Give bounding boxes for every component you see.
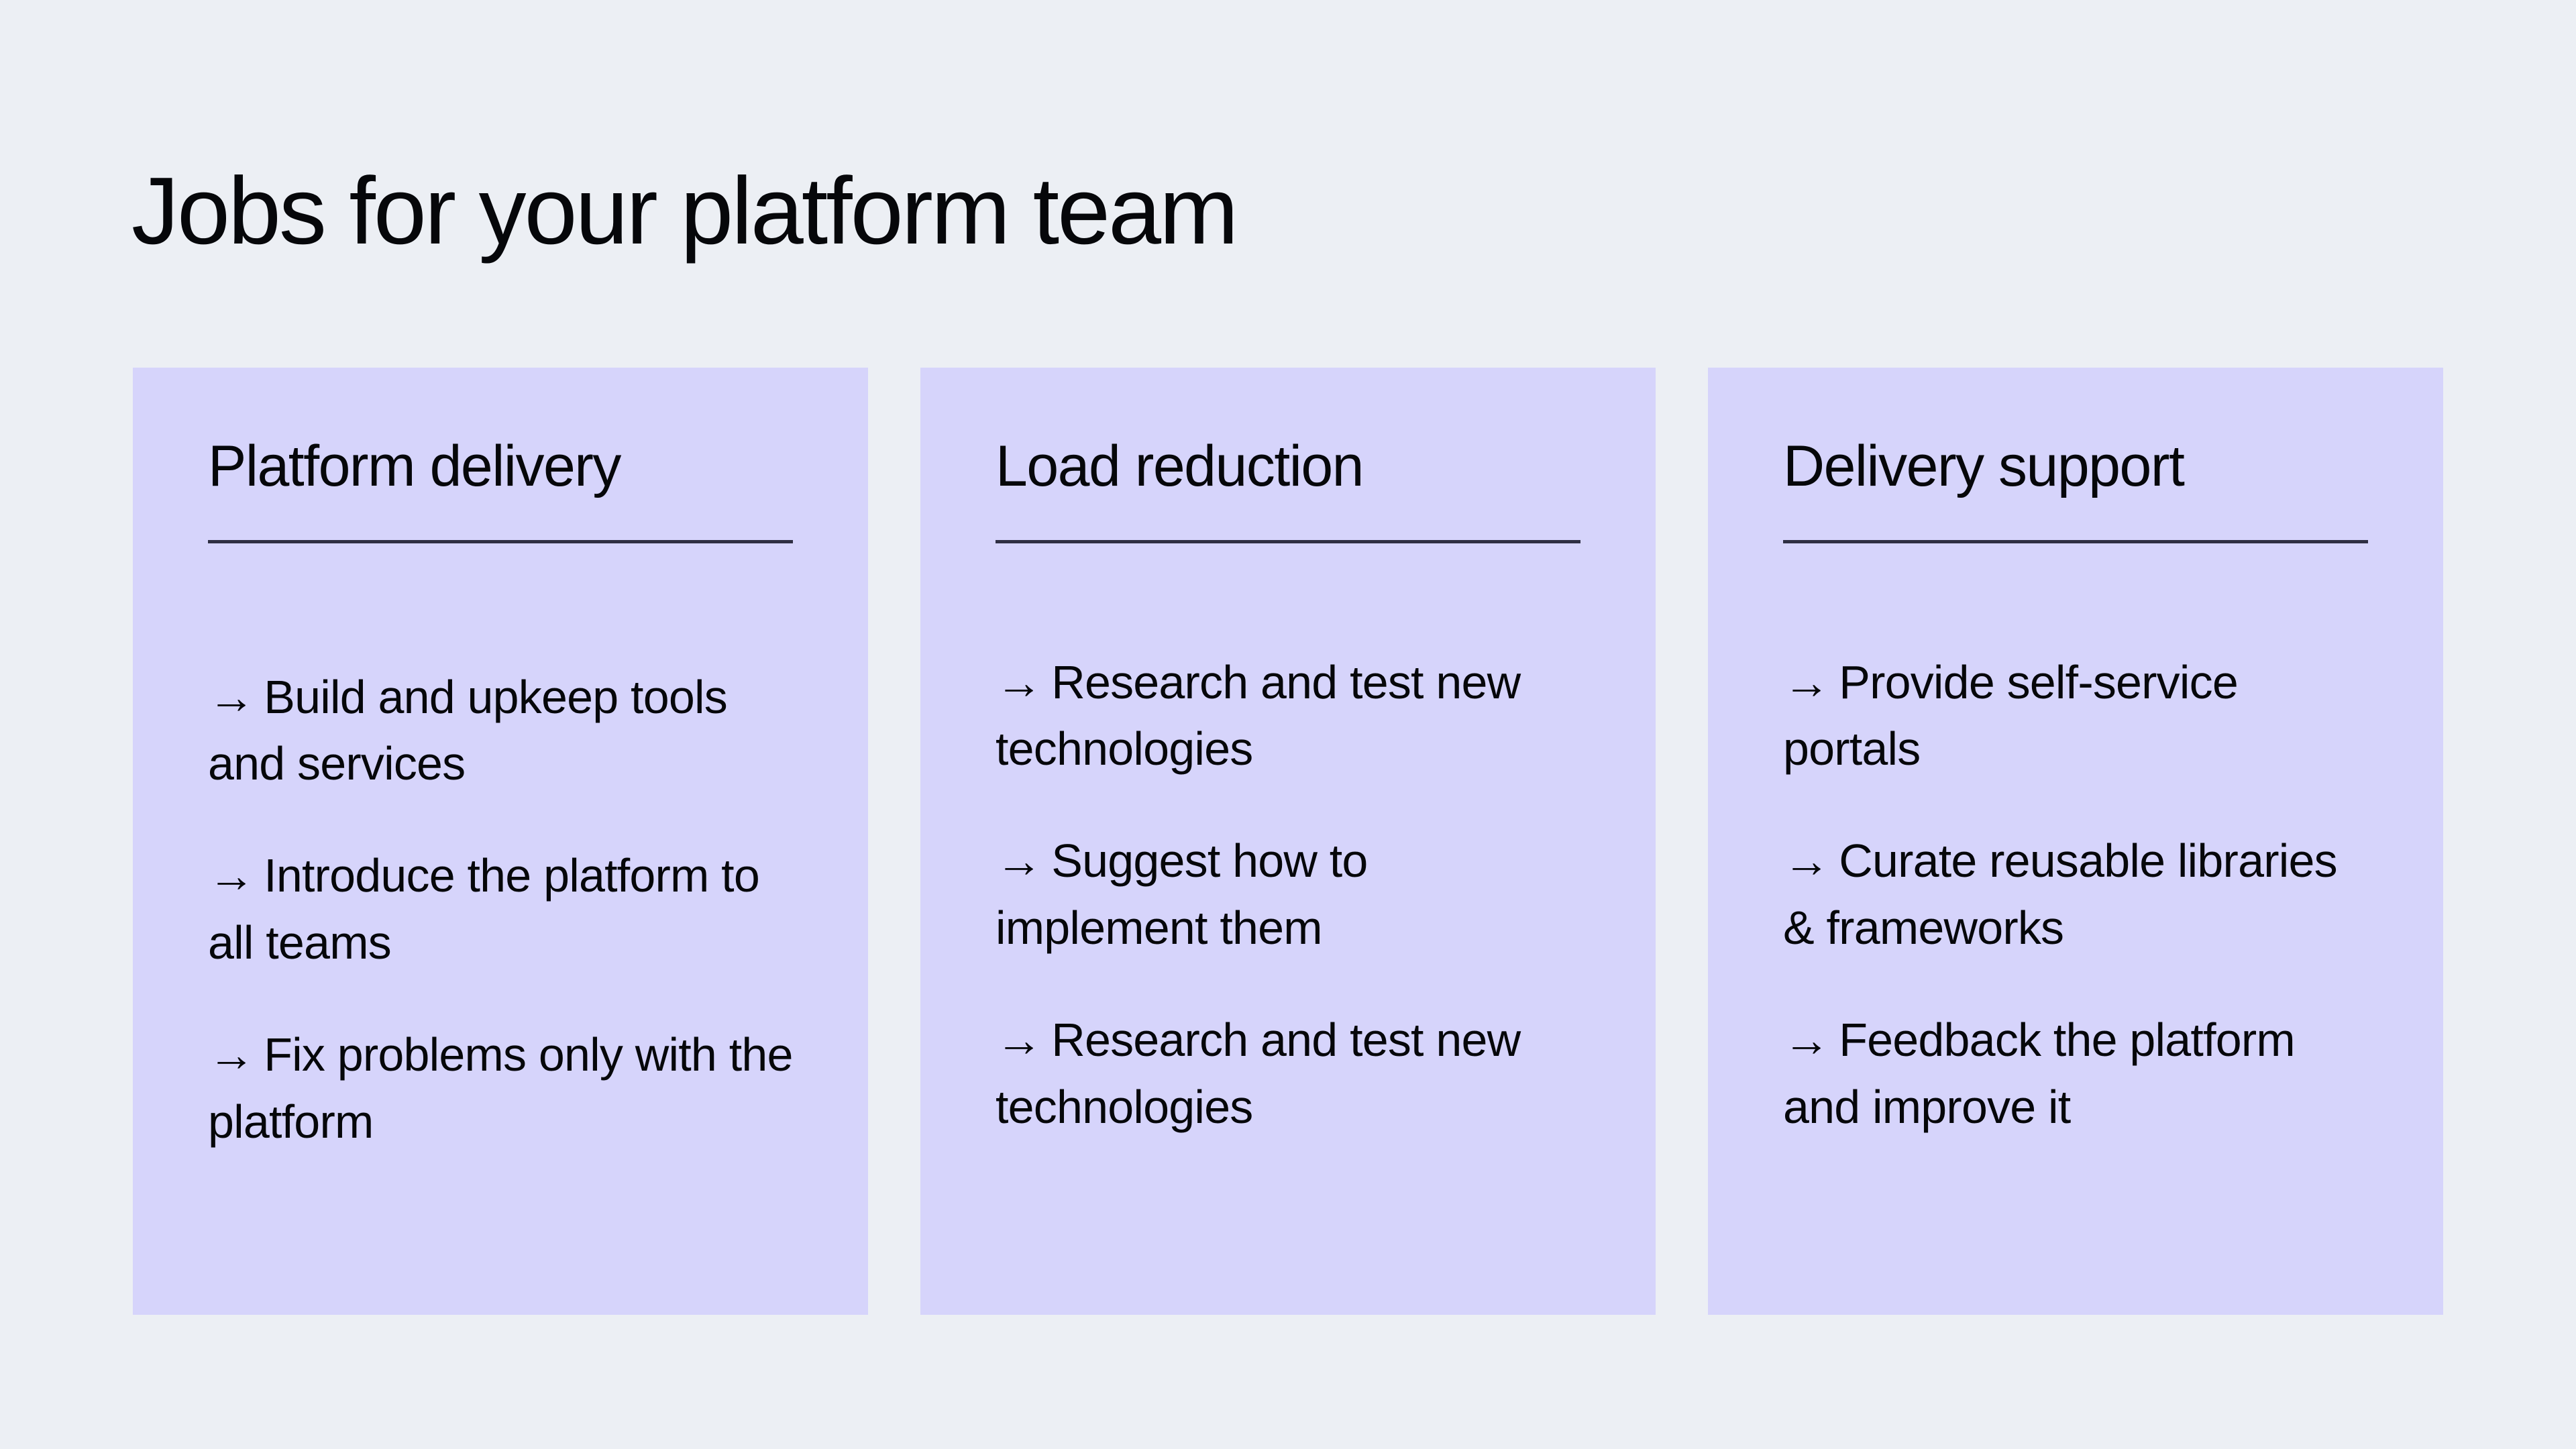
arrow-right-icon: → bbox=[208, 670, 255, 723]
arrow-right-icon: → bbox=[996, 655, 1042, 708]
card-divider-rule bbox=[1783, 539, 2368, 543]
list-item-label: Provide self-service portals bbox=[1783, 655, 2239, 775]
list-item: →Build and upkeep tools and services bbox=[208, 664, 793, 798]
list-item: →Fix problems only with the platform bbox=[208, 1022, 793, 1155]
card-divider-rule bbox=[208, 539, 793, 543]
list-item: →Research and test new technologies bbox=[996, 649, 1580, 783]
card-item-list: →Research and test new technologies →Sug… bbox=[996, 649, 1580, 1140]
list-item-label: Fix problems only with the platform bbox=[208, 1028, 793, 1148]
list-item-label: Build and upkeep tools and services bbox=[208, 670, 728, 790]
list-item: →Curate reusable libraries & frameworks bbox=[1783, 828, 2368, 961]
list-item-label: Introduce the platform to all teams bbox=[208, 849, 760, 969]
card-item-list: →Build and upkeep tools and services →In… bbox=[208, 664, 793, 1155]
arrow-right-icon: → bbox=[1783, 655, 1830, 708]
card-delivery-support[interactable]: Delivery support →Provide self-service p… bbox=[1708, 368, 2443, 1315]
arrow-right-icon: → bbox=[996, 1014, 1042, 1067]
list-item: →Introduce the platform to all teams bbox=[208, 843, 793, 976]
list-item: →Provide self-service portals bbox=[1783, 649, 2368, 783]
cards-row: Platform delivery →Build and upkeep tool… bbox=[133, 368, 2443, 1315]
arrow-right-icon: → bbox=[996, 835, 1042, 888]
list-item: →Feedback the platform and improve it bbox=[1783, 1007, 2368, 1140]
list-item-label: Research and test new technologies bbox=[996, 1014, 1521, 1133]
arrow-right-icon: → bbox=[1783, 1014, 1830, 1067]
card-load-reduction[interactable]: Load reduction →Research and test new te… bbox=[920, 368, 1656, 1315]
card-platform-delivery[interactable]: Platform delivery →Build and upkeep tool… bbox=[133, 368, 868, 1315]
list-item-label: Research and test new technologies bbox=[996, 655, 1521, 775]
list-item-label: Curate reusable libraries & frameworks bbox=[1783, 835, 2338, 954]
page-title: Jobs for your platform team bbox=[131, 158, 1238, 265]
arrow-right-icon: → bbox=[208, 849, 255, 902]
arrow-right-icon: → bbox=[1783, 835, 1830, 888]
arrow-right-icon: → bbox=[208, 1028, 255, 1081]
list-item-label: Feedback the platform and improve it bbox=[1783, 1014, 2296, 1133]
list-item: →Research and test new technologies bbox=[996, 1007, 1580, 1140]
list-item-label: Suggest how to implement them bbox=[996, 835, 1368, 954]
card-heading: Load reduction bbox=[996, 434, 1364, 498]
list-item: →Suggest how to implement them bbox=[996, 828, 1580, 961]
card-divider-rule bbox=[996, 539, 1580, 543]
card-heading: Platform delivery bbox=[208, 434, 621, 498]
card-item-list: →Provide self-service portals →Curate re… bbox=[1783, 649, 2368, 1140]
card-heading: Delivery support bbox=[1783, 434, 2185, 498]
